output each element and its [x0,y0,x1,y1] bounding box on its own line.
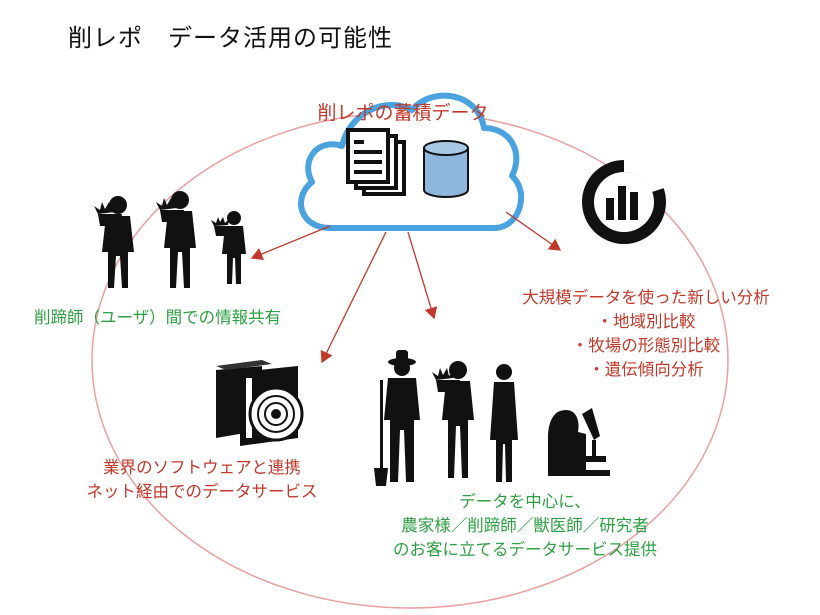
software-block: 業界のソフトウェアと連携 ネット経由でのデータサービス [52,456,352,504]
analysis-block: 大規模データを使った新しい分析 ・地域別比較 ・牧場の形態別比較 ・遺伝傾向分析 [512,286,780,382]
arrow-to-service [407,231,438,320]
cloud-label: 削レポの蓄積データ [317,102,489,124]
database-icon [423,140,469,198]
disc-icon [248,386,304,442]
service-line: 農家様／削蹄師／獣医師／研究者 [401,516,649,535]
analysis-heading: 大規模データを使った新しい分析 [522,288,770,307]
chart-icon [582,157,666,244]
page-title: 削レポ データ活用の可能性 [68,24,393,52]
arrow-to-users [250,225,331,261]
software-line: ネット経由でのデータサービス [86,482,318,501]
analysis-item: ・牧場の形態別比較 [571,336,721,355]
service-block: データを中心に、 農家様／削蹄師／獣医師／研究者 のお客に立てるデータサービス提… [360,490,690,562]
analysis-item: ・地域別比較 [596,312,696,331]
service-line: のお客に立てるデータサービス提供 [393,540,657,559]
arrow-to-analysis [505,211,562,251]
share-label: 削蹄師（ユーザ）間での情報共有 [34,308,282,327]
software-line: 業界のソフトウェアと連携 [103,458,301,477]
service-line: データを中心に、 [459,492,591,511]
farmer-icon [374,350,420,486]
vet-icon [490,364,518,482]
researcher-microscope-icon [548,408,610,476]
worker-silhouette-icon [432,361,474,478]
analysis-item: ・遺伝傾向分析 [588,360,704,379]
worker-silhouette-icon [94,191,246,288]
arrow-to-software [320,231,387,364]
document-icon [346,128,406,196]
